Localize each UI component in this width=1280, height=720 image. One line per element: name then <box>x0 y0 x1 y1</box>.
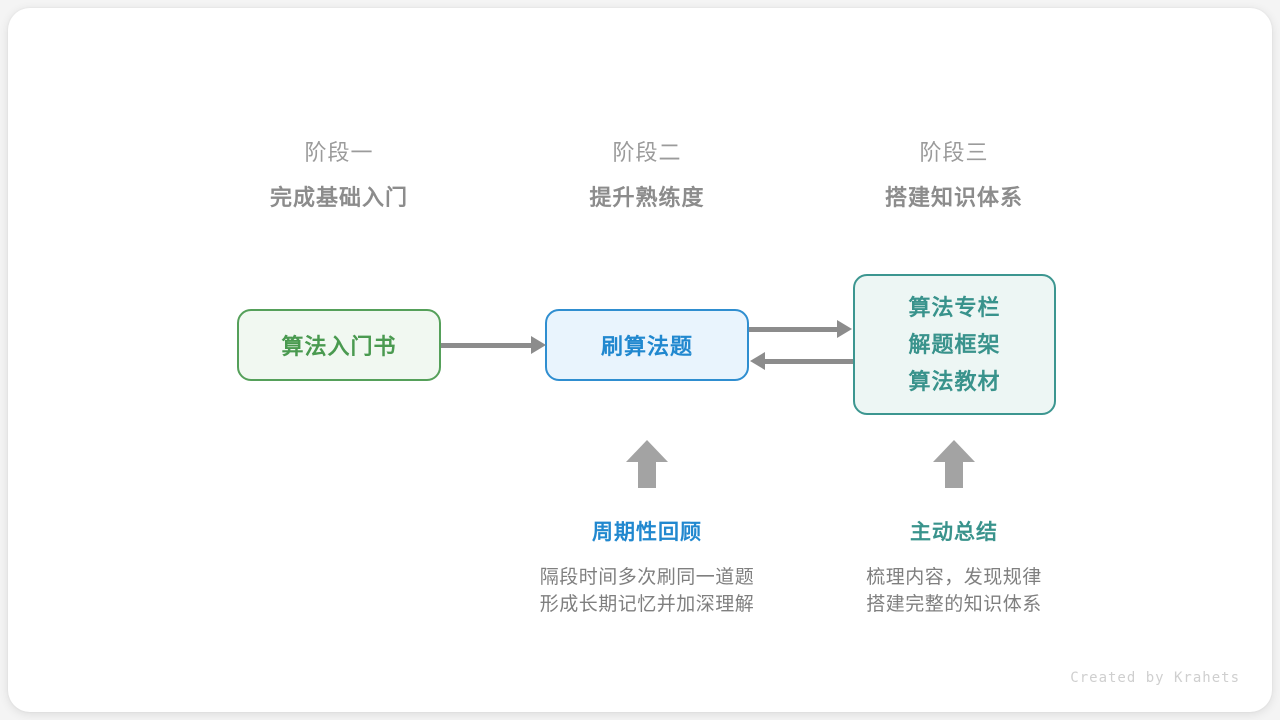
arrow-shaft <box>441 343 533 348</box>
node-resources-line-1: 算法专栏 <box>908 295 1001 320</box>
arrow-up-stem <box>638 460 656 488</box>
node-book-label: 算法入门书 <box>281 334 397 359</box>
caption-review-title: 周期性回顾 <box>592 521 702 544</box>
phase-header-1: 阶段一 完成基础入门 <box>209 138 469 214</box>
caption-review-desc-line-2: 形成长期记忆并加深理解 <box>539 594 755 615</box>
arrow-head-right-icon <box>531 336 546 354</box>
arrow-shaft <box>749 327 838 332</box>
caption-summary-desc-line-1: 梳理内容，发现规律 <box>866 567 1042 588</box>
phase-3-number: 阶段三 <box>919 140 989 165</box>
caption-active-summary: 主动总结 梳理内容，发现规律 搭建完整的知识体系 <box>804 518 1104 618</box>
caption-review-description: 隔段时间多次刷同一道题 形成长期记忆并加深理解 <box>497 564 797 618</box>
caption-review-desc-line-1: 隔段时间多次刷同一道题 <box>539 567 755 588</box>
node-algorithm-intro-book[interactable]: 算法入门书 <box>237 309 441 381</box>
phase-header-2: 阶段二 提升熟练度 <box>517 138 777 214</box>
phase-1-title: 完成基础入门 <box>269 185 408 210</box>
arrow-head-left-icon <box>750 352 765 370</box>
caption-summary-desc-line-2: 搭建完整的知识体系 <box>866 594 1042 615</box>
phase-2-number: 阶段二 <box>612 140 682 165</box>
watermark-credit: Created by Krahets <box>1070 670 1240 686</box>
phase-header-3: 阶段三 搭建知识体系 <box>824 138 1084 214</box>
phase-3-title: 搭建知识体系 <box>884 185 1023 210</box>
arrow-up-icon-review <box>626 440 668 488</box>
caption-periodic-review: 周期性回顾 隔段时间多次刷同一道题 形成长期记忆并加深理解 <box>497 518 797 618</box>
caption-summary-title: 主动总结 <box>910 521 998 544</box>
node-resources-line-3: 算法教材 <box>908 369 1001 394</box>
node-resources-line-2: 解题框架 <box>908 332 1001 357</box>
arrow-shaft <box>765 359 853 364</box>
arrow-up-icon-summary <box>933 440 975 488</box>
phase-1-number: 阶段一 <box>304 140 374 165</box>
phase-2-title: 提升熟练度 <box>589 185 705 210</box>
caption-summary-description: 梳理内容，发现规律 搭建完整的知识体系 <box>804 564 1104 618</box>
arrow-up-tip <box>933 440 975 462</box>
arrow-head-right-icon <box>837 320 852 338</box>
node-practice-problems[interactable]: 刷算法题 <box>545 309 749 381</box>
diagram-card: 阶段一 完成基础入门 阶段二 提升熟练度 阶段三 搭建知识体系 算法入门书 刷算… <box>8 8 1272 712</box>
arrow-up-stem <box>945 460 963 488</box>
node-learning-resources[interactable]: 算法专栏 解题框架 算法教材 <box>853 274 1056 415</box>
arrow-up-tip <box>626 440 668 462</box>
node-practice-label: 刷算法题 <box>600 334 693 359</box>
